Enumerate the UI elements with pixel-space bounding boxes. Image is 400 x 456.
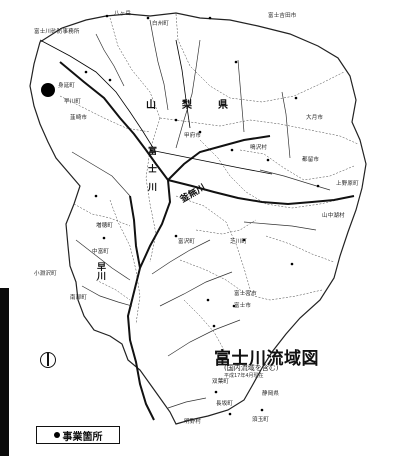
place-label: 身延町 <box>58 83 76 89</box>
place-label: 都留市 <box>302 157 320 163</box>
place-label: 小淵沢町 <box>34 271 57 277</box>
place-label: 甲府市 <box>184 133 202 139</box>
legend-marker-icon <box>53 432 60 438</box>
place-label: 鳴沢村 <box>250 145 268 151</box>
map-note: 平成17年4月現在 <box>224 373 264 379</box>
region-label-yamanashi: 山 梨 県 <box>146 100 236 111</box>
place-label: 富士市 <box>234 303 252 309</box>
tributaries <box>71 19 331 409</box>
place-label: 富沢町 <box>178 239 196 245</box>
north-arrow-needle <box>47 353 49 366</box>
place-label: 増穂町 <box>96 223 114 229</box>
place-label-office: 富士川砂防事務所 <box>34 29 80 35</box>
railway-lines <box>39 39 273 175</box>
place-label: 韮崎市 <box>70 115 88 121</box>
office-marker <box>41 83 55 97</box>
place-label: 早川町 <box>64 99 82 105</box>
place-label: 長坂町 <box>216 401 234 407</box>
place-label: 白州町 <box>152 21 170 27</box>
place-label: 中富町 <box>92 249 110 255</box>
place-label: 大月市 <box>306 115 324 121</box>
region-label-fuji: 富 士 川 <box>146 146 156 191</box>
legend-label: 事業箇所 <box>62 431 103 443</box>
side-index-strip <box>0 288 9 456</box>
place-label: 静岡県 <box>262 391 280 397</box>
place-label: 芝川町 <box>230 239 248 245</box>
north-arrow-icon <box>40 352 56 368</box>
place-dots <box>84 14 320 416</box>
place-label: 富士吉田市 <box>268 13 297 19</box>
place-label: 富士宮市 <box>234 291 257 297</box>
map-title: 富士川流域図 <box>214 349 319 369</box>
place-label: 須玉町 <box>252 417 270 423</box>
basin-boundary <box>29 12 367 425</box>
place-label: 八ヶ岳 <box>114 11 132 17</box>
legend: 事業箇所 <box>36 426 120 444</box>
place-label: 明野村 <box>184 419 202 425</box>
place-label: 上野原町 <box>336 181 359 187</box>
place-label: 山中湖村 <box>322 213 345 219</box>
place-label: 双葉町 <box>212 379 230 385</box>
map-subtitle: (国内流域を含む) <box>224 364 279 372</box>
place-label: 南部町 <box>70 295 88 301</box>
region-label-hayakawa: 早川 <box>95 262 105 280</box>
main-rivers <box>59 61 355 421</box>
